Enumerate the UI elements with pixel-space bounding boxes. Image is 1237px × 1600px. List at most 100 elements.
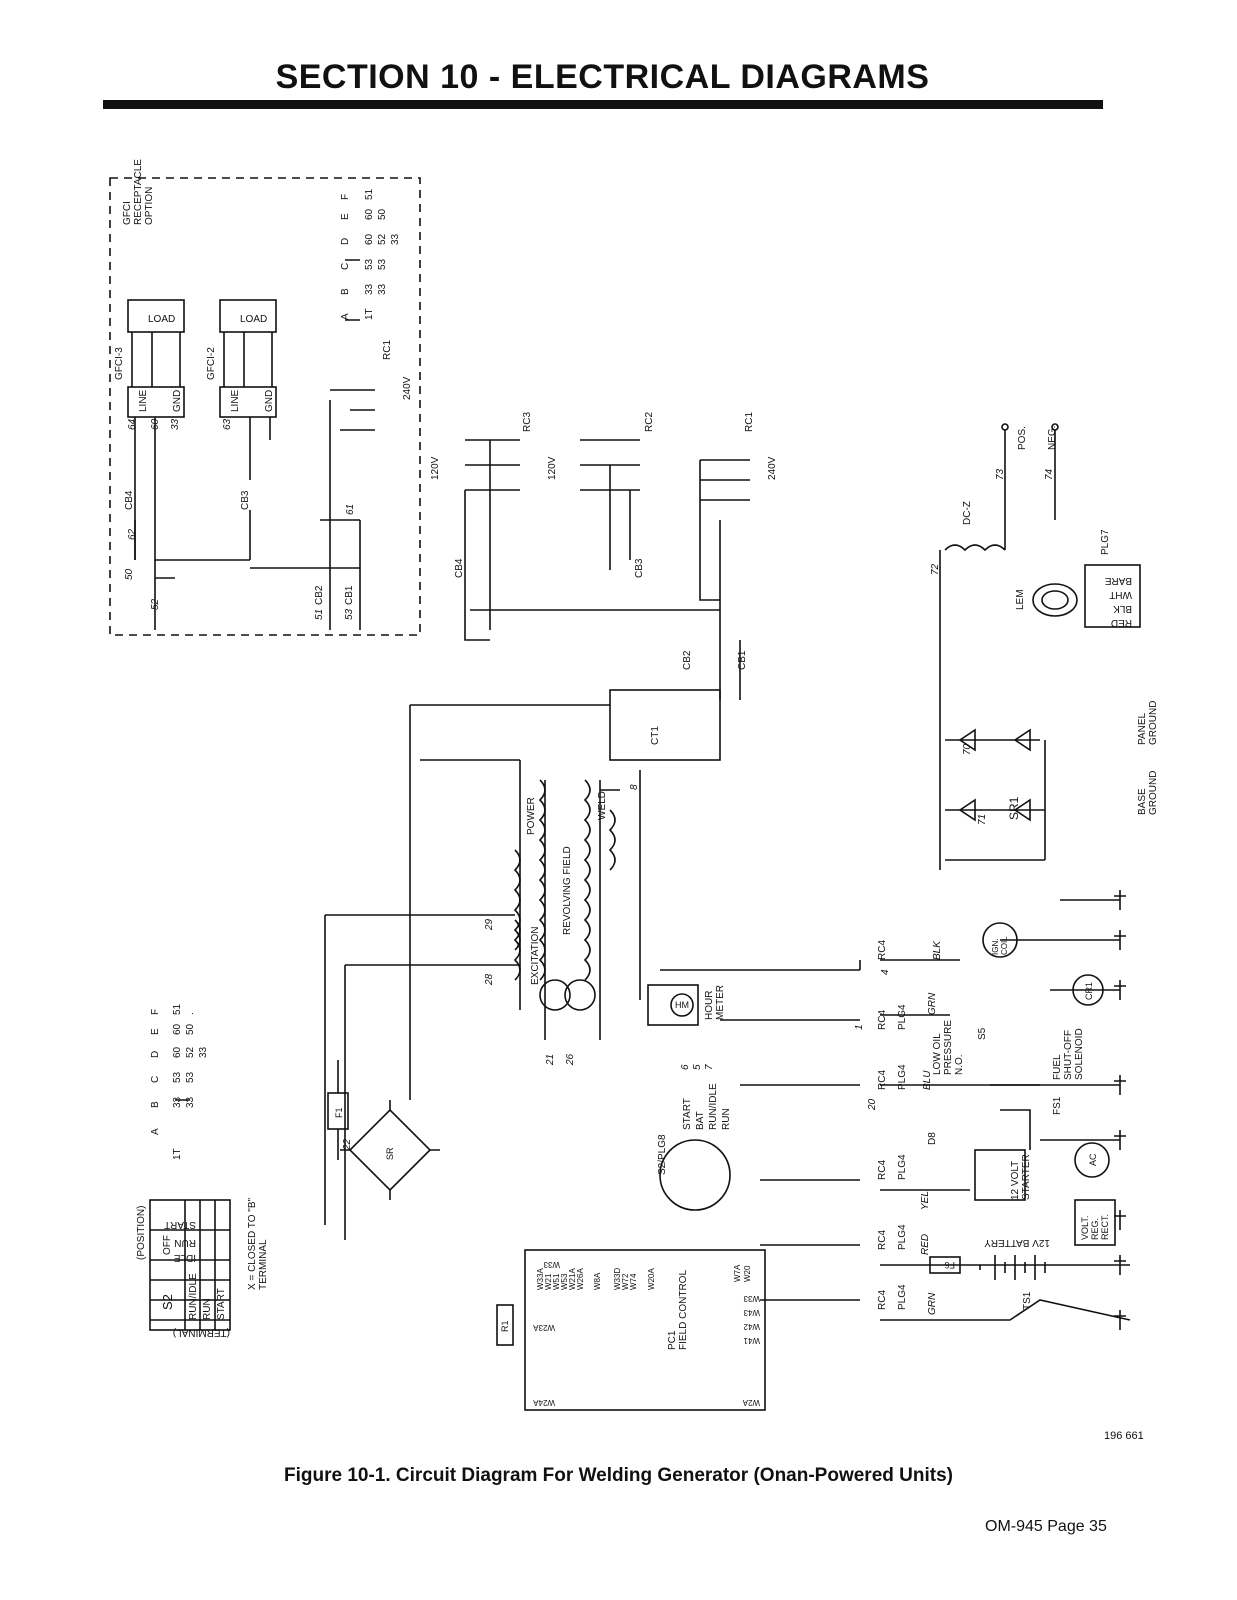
receptacle-letter: B: [150, 1101, 161, 1108]
pc1-pin: W33: [543, 1260, 560, 1269]
pc1-pin: W24A: [533, 1398, 555, 1407]
rc4-label: RC4: [877, 940, 888, 960]
s2-table-heading: S2: [160, 1294, 175, 1310]
s2-table-note: X = CLOSED TO "B": [247, 1198, 258, 1290]
power-label: POWER: [526, 797, 537, 835]
receptacle-letter: F: [150, 1009, 161, 1015]
figure-caption: Figure 10-1. Circuit Diagram For Welding…: [284, 1465, 953, 1486]
pc1-pin: W21A: [568, 1268, 577, 1290]
hour-meter-label: HOUR: [704, 991, 715, 1020]
wire-number: 50: [124, 568, 135, 580]
receptacle-row1: 1T: [172, 1148, 183, 1160]
wire-number: 21: [545, 1054, 556, 1066]
pc1-pin: W33: [743, 1294, 760, 1303]
rc1-label: RC1: [744, 412, 755, 432]
excitation-label: EXCITATION: [530, 926, 541, 985]
wire-number: 8: [629, 784, 640, 790]
s2-table-terminal: RUN/IDLE: [188, 1273, 199, 1320]
pc1-pin: W33A: [536, 1268, 545, 1290]
receptacle-row1: 1T: [364, 308, 375, 320]
pc1-pin: W42: [743, 1322, 760, 1331]
pc1-label: PC1: [667, 1330, 678, 1350]
gnd-label: GND: [264, 390, 275, 412]
rc4-label: RC4: [877, 1230, 888, 1250]
receptacle-row2: 52: [377, 233, 388, 245]
s2-table-note: TERMINAL: [258, 1239, 269, 1290]
section-title: SECTION 10 - ELECTRICAL DIAGRAMS: [275, 58, 930, 96]
rc4-label: RC4: [877, 1160, 888, 1180]
receptacle-row2: 53: [185, 1071, 196, 1083]
panel-ground-label: GROUND: [1148, 701, 1159, 745]
wire-number: 73: [995, 468, 1006, 480]
wire-number: 51: [314, 609, 325, 620]
s2-table-position: RUN: [174, 1237, 196, 1248]
cr1-label: CR1: [1084, 982, 1094, 1000]
sr-label: SR: [385, 1147, 395, 1160]
s2-table-terminal: START: [216, 1288, 227, 1320]
weld-label: WELD: [597, 791, 608, 820]
wire-number: 33: [170, 418, 181, 430]
wire-number: 26: [565, 1053, 576, 1066]
fuel-solenoid-label: SOLENOID: [1074, 1028, 1085, 1080]
s2-table: [149, 1199, 231, 1331]
receptacle-row2: 33: [185, 1096, 196, 1108]
gfci-option-box: [109, 177, 421, 636]
cb2-label: CB2: [314, 585, 325, 605]
gfci3-label: GFCI-3: [114, 347, 125, 380]
load-label: LOAD: [148, 314, 175, 325]
receptacle-row1: 33: [364, 283, 375, 295]
pc1-label: FIELD CONTROL: [678, 1270, 689, 1350]
pc1-pin: W26A: [576, 1268, 585, 1290]
receptacle-row1: 53: [364, 258, 375, 270]
receptacle-row1: 53: [172, 1071, 183, 1083]
s5-label: S5: [977, 1027, 988, 1040]
gfci3-load-box: [127, 299, 185, 333]
doc-number: 196 661: [1104, 1430, 1144, 1442]
s2-table-terminal: RUN: [202, 1298, 213, 1320]
pc1-pin: W53: [560, 1273, 569, 1290]
line-label: LINE: [138, 389, 149, 412]
wire-number: 60: [150, 418, 161, 430]
v120-label: 120V: [547, 456, 558, 480]
starter-box: [974, 1149, 1026, 1201]
s2-plg8-label: S2/PLG8: [657, 1134, 668, 1175]
s2-terminal-label: RUN/IDLE: [708, 1083, 719, 1130]
ct1-box: [609, 689, 721, 761]
receptacle-row3: 33: [390, 233, 401, 245]
gfci2-load-box: [219, 299, 277, 333]
wire-number: 52: [150, 598, 161, 610]
pc1-pin: W20: [743, 1265, 752, 1282]
fs1-label: FS1: [1052, 1096, 1063, 1115]
v240-label: 240V: [767, 456, 778, 480]
receptacle-row2: 53: [377, 258, 388, 270]
cb4-label: CB4: [124, 490, 135, 510]
wire-number: 29: [484, 918, 495, 931]
receptacle-row2: 50: [185, 1023, 196, 1035]
pc1-pin: W20A: [647, 1268, 656, 1290]
load-label: LOAD: [240, 314, 267, 325]
cb1-label: CB1: [737, 650, 748, 670]
fuel-solenoid-label: FUEL: [1052, 1054, 1063, 1080]
receptacle-row1: 60: [172, 1023, 183, 1035]
low-oil-label: N.O.: [954, 1054, 965, 1075]
wire-number: 62: [127, 528, 138, 540]
hm-label: HM: [675, 1000, 689, 1010]
wire-number: 61: [345, 504, 356, 515]
r1-resistor: [496, 1304, 514, 1346]
v240-label: 240V: [402, 376, 413, 400]
pc1-pin: W72: [621, 1273, 630, 1290]
gfci-option-label: OPTION: [144, 187, 155, 225]
sr1-label: SR1: [1007, 796, 1021, 820]
cb2-label: CB2: [682, 650, 693, 670]
pc1-pin: W43: [743, 1308, 760, 1317]
receptacle-letter: F: [340, 194, 351, 200]
wire-number: 70: [962, 743, 973, 755]
plg4-label: PLG4: [897, 1154, 908, 1180]
dcz-label: DC-Z: [962, 501, 973, 525]
plg7-label: PLG7: [1100, 529, 1111, 555]
page-reference: OM-945 Page 35: [985, 1518, 1107, 1535]
wire-number: 72: [930, 563, 941, 575]
r1-label: R1: [500, 1320, 510, 1332]
bare-label: BARE: [1104, 575, 1132, 586]
pc1-pin: W21: [544, 1273, 553, 1290]
